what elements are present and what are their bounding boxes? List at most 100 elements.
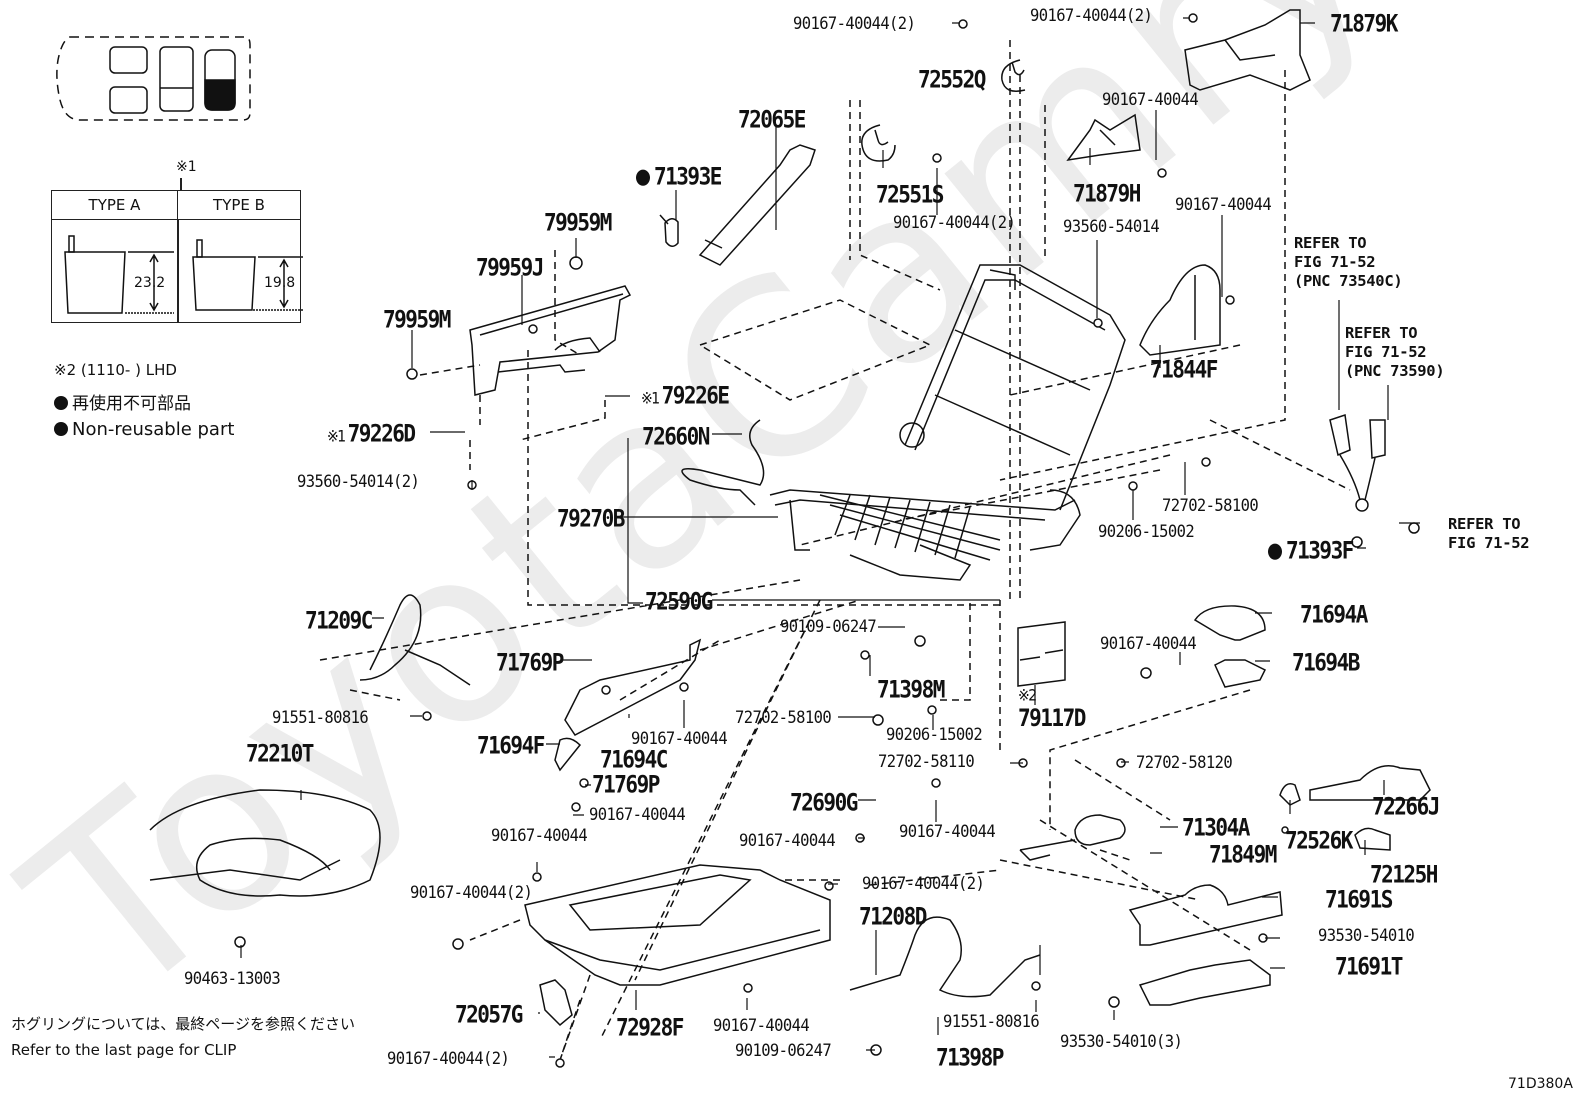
part-label[interactable]: 79959J <box>476 253 544 282</box>
part-label[interactable]: 90167-40044(2) <box>387 1048 510 1069</box>
part-label[interactable]: 72551S <box>876 180 944 209</box>
part-label[interactable]: 71694F <box>477 731 545 760</box>
hook-72552q <box>1001 59 1026 92</box>
leader-lines <box>240 17 1420 1058</box>
non-reusable-icon <box>1268 543 1282 560</box>
part-label[interactable]: 72065E <box>738 105 806 134</box>
part-label[interactable]: 71879H <box>1073 179 1141 208</box>
part-label[interactable]: 72552Q <box>918 65 986 94</box>
part-label[interactable]: 72125H <box>1370 860 1438 889</box>
cable-72660n <box>681 419 765 506</box>
type-b-header: TYPE B <box>178 191 300 220</box>
non-reusable-bullet-icon <box>54 396 68 410</box>
cover-71879k <box>1184 9 1311 91</box>
reference-note[interactable]: REFER TO FIG 71-52 (PNC 73540C) <box>1294 234 1403 290</box>
part-label[interactable]: 90167-40044 <box>1100 633 1197 654</box>
part-label[interactable]: 71691S <box>1325 885 1393 914</box>
part-label[interactable]: 71694A <box>1300 600 1368 629</box>
part-label[interactable]: 72266J <box>1372 792 1440 821</box>
part-label[interactable]: 79959M <box>544 208 612 237</box>
belt-buckle-assembly <box>1329 414 1386 512</box>
part-label[interactable]: 72660N <box>642 422 710 451</box>
part-label[interactable]: 90167-40044 <box>491 825 588 846</box>
part-label[interactable]: 72702-58100 <box>735 707 832 728</box>
part-label[interactable]: 91551-80816 <box>943 1011 1040 1032</box>
part-label[interactable]: 90167-40044(2) <box>793 13 916 34</box>
part-label[interactable]: 71849M <box>1209 840 1277 869</box>
seat-frame-79270b <box>769 264 1126 581</box>
part-label[interactable]: 93530-54010(3) <box>1060 1031 1183 1052</box>
part-label[interactable]: 71209C <box>305 606 373 635</box>
part-label[interactable]: 71694C <box>600 745 668 774</box>
legend-non-reusable-en: Non-reusable part <box>54 421 234 439</box>
clip-note-jp: ホグリングについては、最終ページを参照ください <box>11 1015 355 1033</box>
part-label[interactable]: 71304A <box>1182 813 1250 842</box>
part-label[interactable]: 71844F <box>1150 355 1218 384</box>
part-label[interactable]: 71694B <box>1292 648 1360 677</box>
part-number: 79226D <box>347 419 416 448</box>
part-label[interactable]: 71879K <box>1330 9 1398 38</box>
part-label[interactable]: 90206-15002 <box>886 724 983 745</box>
part-label-non-reusable[interactable]: 71393F <box>1268 536 1354 565</box>
part-label[interactable]: 91551-80816 <box>272 707 369 728</box>
part-label-non-reusable[interactable]: 71393E <box>636 164 722 189</box>
part-label[interactable]: 90167-40044 <box>589 804 686 825</box>
part-label[interactable]: 90167-40044 <box>1102 89 1199 110</box>
part-label[interactable]: 71398P <box>936 1043 1004 1072</box>
part-label[interactable]: 90109-06247 <box>735 1040 832 1061</box>
part-label[interactable]: 93530-54010 <box>1318 925 1415 946</box>
part-label[interactable]: 72702-58120 <box>1136 752 1233 773</box>
part-number: 79226E <box>661 381 730 410</box>
strap-72065e <box>698 144 816 266</box>
part-label[interactable]: 93560-54014 <box>1063 216 1160 237</box>
part-label[interactable]: 72702-58100 <box>1162 495 1259 516</box>
tray-72928f <box>524 864 831 986</box>
part-label[interactable]: 90463-13003 <box>184 968 281 989</box>
part-label[interactable]: 72690G <box>790 788 858 817</box>
part-number: 71393F <box>1286 536 1354 565</box>
part-label[interactable]: 90167-40044 <box>899 821 996 842</box>
reference-note[interactable]: REFER TO FIG 71-52 <box>1448 515 1530 552</box>
part-label[interactable]: 90109-06247 <box>780 616 877 637</box>
reference-note[interactable]: REFER TO FIG 71-52 (PNC 73590) <box>1345 324 1445 380</box>
part-label[interactable]: 72526K <box>1285 826 1353 855</box>
part-label[interactable]: 90167-40044(2) <box>1030 5 1153 26</box>
part-label[interactable]: 72210T <box>246 739 314 768</box>
dashed-lines <box>319 40 1351 1061</box>
part-label[interactable]: 90167-40044 <box>713 1015 810 1036</box>
part-label[interactable]: 79959M <box>383 305 451 334</box>
diagram-code: 71D380A <box>1508 1076 1573 1092</box>
part-label[interactable]: 71769P <box>496 648 564 677</box>
part-label[interactable]: 71398M <box>877 675 945 704</box>
part-label[interactable]: 72928F <box>616 1013 684 1042</box>
part-label[interactable]: 72590G <box>645 587 713 616</box>
part-label[interactable]: 90167-40044(2) <box>410 882 533 903</box>
part-label[interactable]: 71208D <box>859 902 927 931</box>
part-label[interactable]: 90167-40044 <box>739 830 836 851</box>
part-number: 79117D <box>1018 704 1086 732</box>
part-label[interactable]: 90206-15002 <box>1098 521 1195 542</box>
part-label[interactable]: 71691T <box>1335 952 1403 981</box>
part-label[interactable]: 71769P <box>592 770 660 799</box>
type-b-sketch <box>192 239 303 311</box>
clip-note-en: Refer to the last page for CLIP <box>11 1041 237 1059</box>
part-label[interactable]: 90167-40044(2) <box>862 873 985 894</box>
non-reusable-bullet-icon <box>54 422 68 436</box>
part-label[interactable]: 90167-40044(2) <box>893 212 1016 233</box>
lever-71694c <box>564 638 702 736</box>
note-2-lhd: ※2 (1110- ) LHD <box>54 361 177 379</box>
cover-71694a <box>1193 605 1266 641</box>
type-comparison-table: TYPE A TYPE B <box>51 190 301 323</box>
part-label[interactable]: 79270B <box>557 504 625 533</box>
part-label[interactable]: 72702-58110 <box>878 751 975 772</box>
part-label[interactable]: 90167-40044 <box>631 728 728 749</box>
marker-leader <box>180 178 182 191</box>
clip-71393e <box>659 214 679 247</box>
part-label[interactable]: 90167-40044 <box>1175 194 1272 215</box>
part-label[interactable]: 93560-54014(2) <box>297 471 420 492</box>
hook-72551s <box>861 124 896 162</box>
part-label[interactable]: 72057G <box>455 1000 523 1029</box>
